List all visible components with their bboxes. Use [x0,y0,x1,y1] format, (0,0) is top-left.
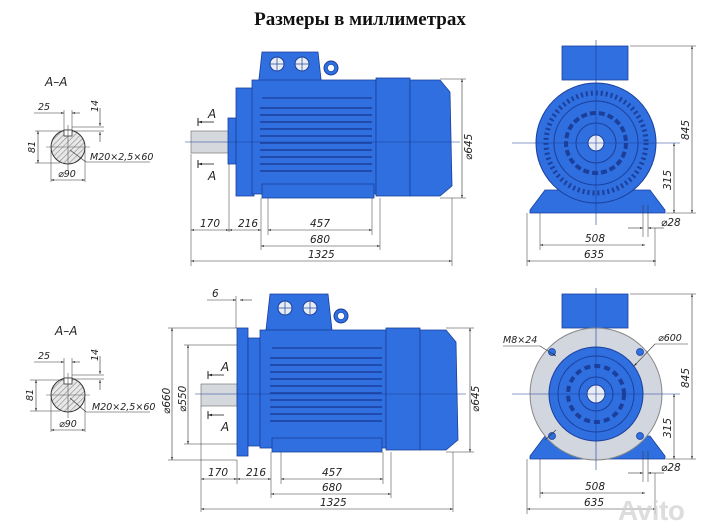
key-depth-dim: 14 [90,349,101,361]
page-title: Размеры в миллиметрах [254,9,466,30]
fan-cover [419,329,459,451]
side-view-flange-mount: 6 A A [161,288,482,512]
shaft-dia-dim: ⌀90 [58,169,76,180]
key-width-dim: 25 [38,102,50,113]
foot-spacing-dim: 508 [585,233,605,245]
section-aa-bottom: A–A 25 14 81 M20×2,5×60 ⌀90 [25,324,155,432]
bolt-holes [548,348,644,440]
section-label: A–A [44,75,67,89]
stator-body [259,329,387,449]
front-view-foot-mount: 845 315 ⌀28 508 635 [512,40,696,266]
shaft [200,383,238,407]
thread-spec: M20×2,5×60 [92,402,155,413]
shaft-dia-dim: ⌀90 [59,419,77,430]
foot-width-dim: 635 [584,249,604,261]
shaft-height-dim: 315 [662,418,674,438]
foot-offset-dim: 216 [238,218,258,230]
terminal-box [265,293,333,331]
shaft-height-dim: 315 [662,170,674,190]
overall-length-dim: 1325 [320,497,347,509]
pcd-dim: ⌀600 [658,333,682,344]
foot-spacing-dim: 508 [585,481,605,493]
bolt-spec: M8×24 [503,335,537,346]
hole-dia-dim: ⌀28 [661,217,681,229]
height-dim: 845 [680,120,692,140]
fan-cover [409,79,453,197]
cut-label-bottom: A [207,169,216,183]
foot-length-dim: 680 [310,234,330,246]
stator-body [251,79,377,195]
terminal-box [561,45,629,81]
spigot-dia-dim: ⌀550 [177,385,189,412]
cut-label-bottom: A [220,420,229,434]
section-aa-top: A–A 25 14 81 M20×2,5×60 ⌀90 [27,75,153,182]
section-label: A–A [54,324,77,338]
hole-dia-dim: ⌀28 [661,462,681,474]
foot-spacing-dim: 457 [310,218,330,230]
foot-length-dim: 680 [322,482,342,494]
height-dim: 845 [680,368,692,388]
shaft-len-dim: 170 [208,467,228,479]
shaft-len-dim: 170 [200,218,220,230]
front-view-flange-mount: M8×24 ⌀600 845 315 ⌀28 508 635 [503,288,696,514]
foot-offset-dim: 216 [246,467,266,479]
flange [236,327,249,457]
body-dia-dim: ⌀645 [470,385,482,412]
shaft-height-dim: 81 [25,389,36,401]
flange-thickness-dim: 6 [212,288,219,300]
key-depth-dim: 14 [90,100,101,112]
body-dia-dim: ⌀645 [463,133,475,160]
thread-spec: M20×2,5×60 [90,152,153,163]
foot-width-dim: 635 [584,497,604,509]
terminal-box [561,293,629,329]
foot [271,437,383,453]
shaft-height-dim: 81 [27,141,38,153]
cut-label-top: A [220,360,229,374]
cut-label-top: A [207,107,216,121]
foot-spacing-dim: 457 [322,467,342,479]
overall-length-dim: 1325 [308,249,335,261]
key-width-dim: 25 [38,351,50,362]
flange-dia-dim: ⌀660 [161,387,173,414]
foot [261,183,375,199]
watermark: Avito [618,495,685,526]
side-view-foot-mount: A A ⌀64 [185,51,475,266]
